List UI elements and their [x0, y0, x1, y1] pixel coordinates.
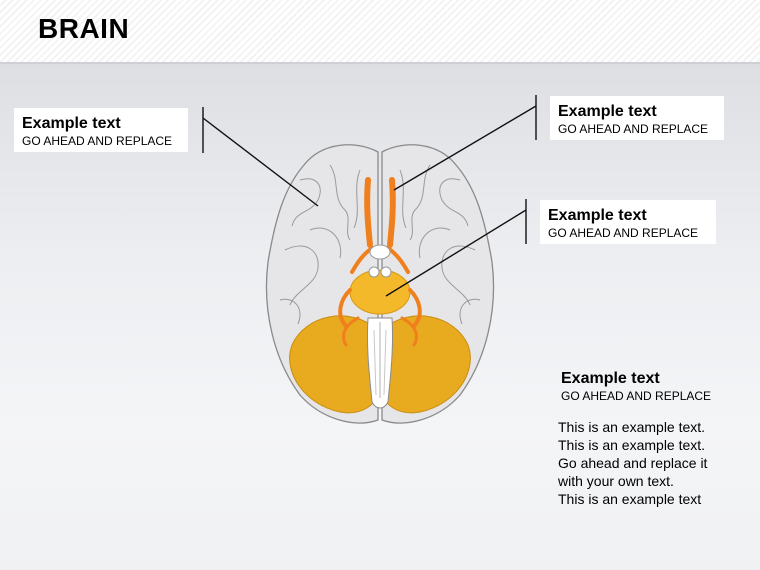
olfactory-tract-left — [364, 177, 373, 248]
olfactory-tract-right — [387, 177, 396, 248]
callout-bottom-right: Example text GO AHEAD AND REPLACE — [553, 363, 733, 407]
slide-title: BRAIN — [38, 13, 130, 44]
cranial-nerves — [338, 177, 422, 347]
callout-subheading: GO AHEAD AND REPLACE — [22, 134, 173, 148]
title-bar — [0, 0, 760, 62]
body-text-line: This is an example text — [558, 491, 702, 507]
leader-line-2 — [393, 105, 537, 191]
callout-heading: Example text — [548, 207, 647, 224]
callout-subheading: GO AHEAD AND REPLACE — [558, 122, 709, 136]
body-text-line: with your own text. — [558, 473, 674, 489]
callout-heading: Example text — [22, 115, 121, 132]
callout-middle-right: Example text GO AHEAD AND REPLACE — [540, 200, 716, 244]
trigeminal-right — [408, 288, 422, 328]
body-text-line: Go ahead and replace it — [558, 455, 708, 471]
facial-nerve-left — [342, 316, 360, 347]
leader-lines — [202, 95, 537, 297]
callout-subheading: GO AHEAD AND REPLACE — [548, 226, 699, 240]
cerebellum-right — [381, 315, 471, 414]
optic-nerve-right — [386, 246, 410, 274]
body-text-line: This is an example text. — [558, 437, 706, 453]
brainstem — [366, 317, 394, 409]
facial-nerve-right — [400, 316, 418, 347]
body-text-line: This is an example text. — [558, 419, 706, 435]
callout-top-left: Example text GO AHEAD AND REPLACE — [14, 108, 188, 152]
title-divider — [0, 62, 760, 64]
callout-heading: Example text — [561, 370, 660, 387]
brain-folds — [279, 164, 481, 325]
cerebellum — [289, 315, 471, 414]
optic-nerve-left — [350, 246, 374, 274]
leader-line-1 — [202, 117, 319, 207]
optic-chiasm — [368, 244, 392, 278]
callout-subheading: GO AHEAD AND REPLACE — [561, 389, 712, 403]
pons — [349, 269, 411, 315]
callout-heading: Example text — [558, 103, 657, 120]
cerebellum-left — [289, 315, 379, 414]
trigeminal-left — [338, 288, 352, 328]
leader-line-3 — [385, 209, 527, 297]
body-text-block: This is an example text. This is an exam… — [558, 418, 748, 508]
callout-top-right: Example text GO AHEAD AND REPLACE — [550, 96, 724, 140]
